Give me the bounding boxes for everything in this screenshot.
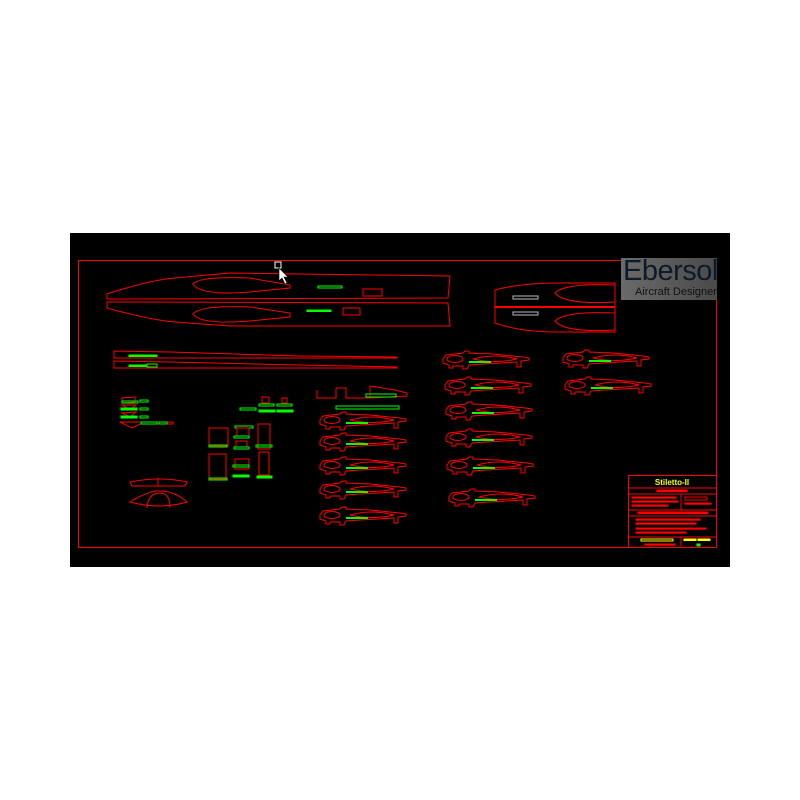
fuselage-former[interactable] <box>445 401 533 421</box>
canopy-parts[interactable] <box>128 478 188 509</box>
former-doubler <box>589 360 611 362</box>
cad-drawing-viewport[interactable] <box>70 233 730 567</box>
fuselage-former[interactable] <box>319 480 407 500</box>
former-doubler <box>475 499 497 501</box>
ebersol-logo: Ebersol Aircraft Designer <box>621 255 718 300</box>
former-doubler <box>346 467 368 469</box>
former-doubler <box>346 443 368 445</box>
fuselage-side[interactable] <box>316 385 408 410</box>
small-parts-left[interactable] <box>119 396 174 429</box>
fuselage-former[interactable] <box>444 376 532 396</box>
wing-panel-top[interactable] <box>106 272 451 300</box>
wing-panel-right[interactable] <box>494 282 616 333</box>
logo-tagline: Aircraft Designer <box>635 286 717 298</box>
arrow-cursor-icon <box>274 261 288 285</box>
fuselage-former[interactable] <box>442 350 530 370</box>
fuselage-former[interactable] <box>564 376 652 396</box>
drawing-border <box>78 260 717 548</box>
wing-panel-bottom[interactable] <box>106 301 451 327</box>
former-doubler <box>346 422 368 424</box>
former-doubler <box>591 387 613 389</box>
former-doubler <box>472 412 494 414</box>
drawing-title: Stiletto-II <box>655 478 689 487</box>
spar-strips[interactable] <box>113 350 398 369</box>
logo-name: Ebersol <box>623 255 718 287</box>
former-doubler <box>471 387 493 389</box>
fuselage-former[interactable] <box>446 456 534 476</box>
former-doubler <box>473 467 495 469</box>
fuselage-former[interactable] <box>448 488 536 508</box>
former-doubler <box>472 439 494 441</box>
fuselage-former[interactable] <box>319 432 407 452</box>
fuselage-former[interactable] <box>319 456 407 476</box>
former-doubler <box>469 361 491 363</box>
fuselage-former[interactable] <box>562 349 650 369</box>
small-parts-center[interactable] <box>208 396 294 481</box>
fuselage-former[interactable] <box>445 428 533 448</box>
fuselage-formers[interactable] <box>319 349 652 526</box>
former-doubler <box>346 517 368 519</box>
fuselage-former[interactable] <box>319 411 407 431</box>
title-block <box>628 475 717 548</box>
former-doubler <box>346 491 368 493</box>
fuselage-former[interactable] <box>319 506 407 526</box>
